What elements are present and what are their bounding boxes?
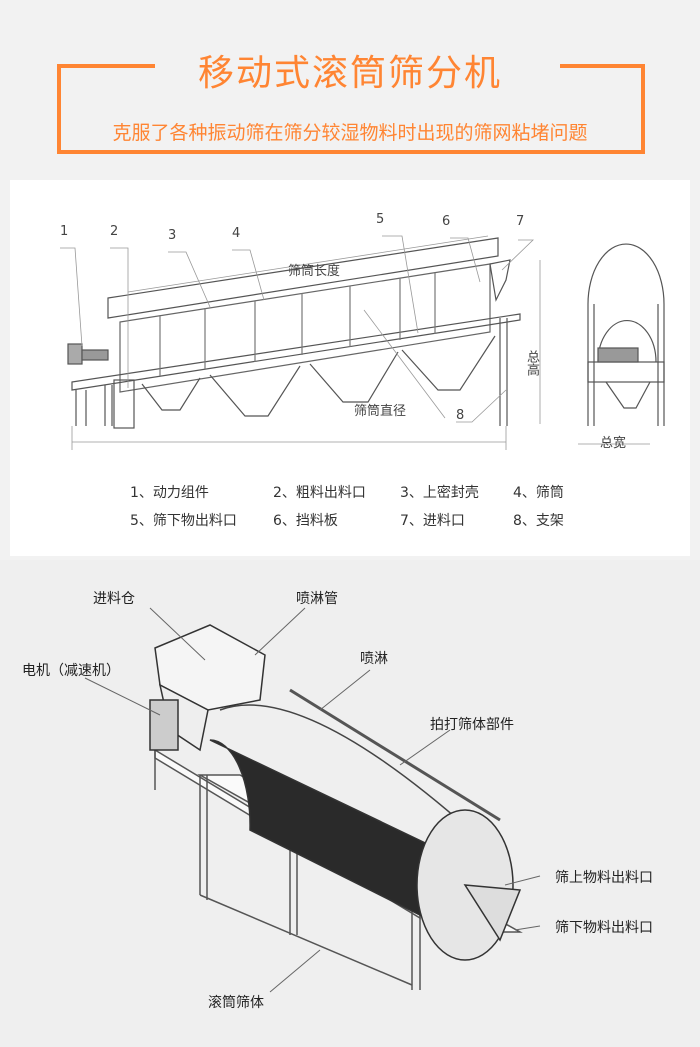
- callout-1: 1: [60, 224, 69, 239]
- callout-5: 5: [376, 212, 385, 227]
- technical-drawing-panel: 1 2 3 4 5 6 7 8 筛筒长度 筛筒直径 总高 总宽 1、动力组件 2…: [10, 180, 690, 556]
- dimension-width: 总宽: [600, 436, 627, 451]
- callout-2: 2: [110, 224, 119, 239]
- label-spray: 喷淋: [360, 651, 388, 667]
- label-motor: 电机（减速机）: [22, 663, 120, 679]
- dimension-height: 总高: [524, 350, 539, 376]
- frame-top-right: [560, 64, 645, 68]
- label-undersize-outlet: 筛下物料出料口: [555, 920, 653, 936]
- dimension-diameter: 筛筒直径: [354, 404, 407, 419]
- legend-item: 3、上密封壳: [400, 485, 479, 501]
- callout-8: 8: [456, 408, 465, 423]
- perspective-drawing-panel: 进料仓 喷淋管 电机（减速机） 喷淋 拍打筛体部件 筛上物料出料口 筛下物料出料…: [0, 560, 700, 1047]
- legend-item: 5、筛下物出料口: [130, 513, 237, 529]
- legend-item: 4、筛筒: [513, 485, 564, 501]
- callout-4: 4: [232, 226, 241, 241]
- label-beater: 拍打筛体部件: [430, 717, 514, 733]
- legend-item: 1、动力组件: [130, 485, 209, 501]
- side-view-drawing: [60, 235, 665, 450]
- header-frame: [57, 64, 645, 154]
- legend-item: 8、支架: [513, 513, 564, 529]
- callout-6: 6: [442, 214, 451, 229]
- legend-item: 7、进料口: [400, 513, 465, 529]
- callout-7: 7: [516, 214, 525, 229]
- label-drum: 滚筒筛体: [208, 995, 264, 1011]
- page-title: 移动式滚筒筛分机: [197, 53, 502, 94]
- legend-item: 6、挡料板: [273, 513, 338, 529]
- label-hopper: 进料仓: [93, 591, 135, 607]
- label-oversize-outlet: 筛上物料出料口: [555, 870, 653, 886]
- legend-item: 2、粗料出料口: [273, 485, 366, 501]
- page-subtitle: 克服了各种振动筛在筛分较湿物料时出现的筛网粘堵问题: [112, 122, 588, 144]
- frame-top-left: [57, 64, 155, 68]
- perspective-drawing: [84, 607, 541, 993]
- callout-3: 3: [168, 228, 177, 243]
- dimension-length: 筛筒长度: [288, 264, 341, 279]
- label-spray-pipe: 喷淋管: [296, 591, 338, 607]
